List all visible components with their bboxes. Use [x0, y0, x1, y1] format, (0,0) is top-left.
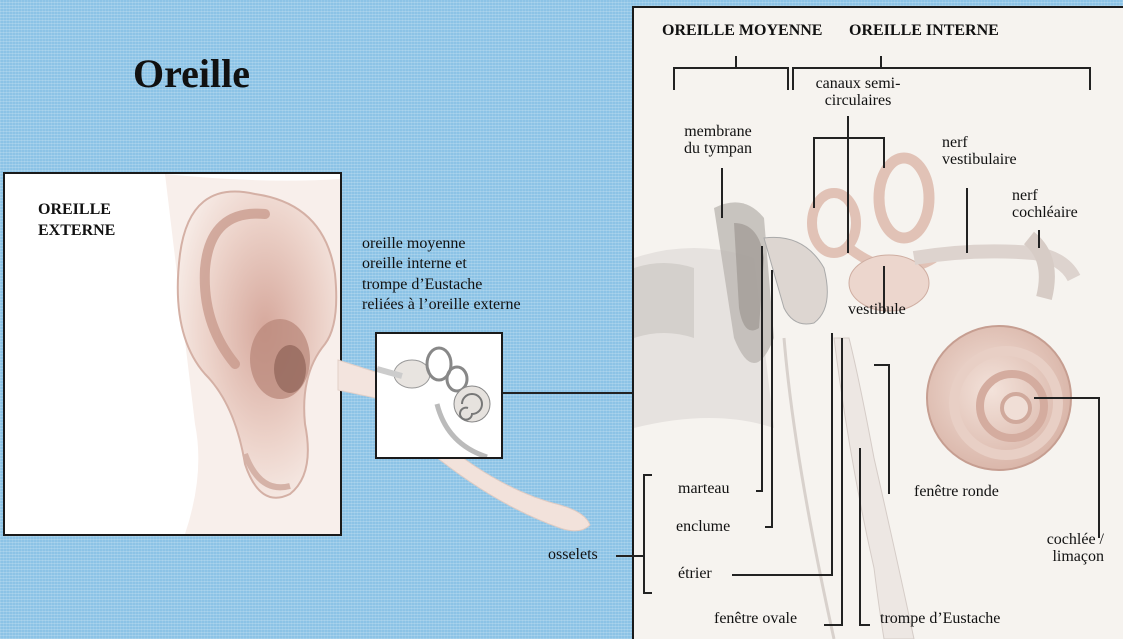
anvil-label: enclume — [676, 519, 730, 536]
cochlear-nerve-label-line: nerf — [1012, 188, 1078, 205]
middle-ear-header: OREILLE MOYENNE — [662, 22, 822, 40]
semicircular-canals-label-line: circulaires — [798, 93, 918, 110]
vestibular-nerve-label: nerf vestibulaire — [942, 135, 1017, 169]
cochlear-nerve-label: nerf cochléaire — [1012, 188, 1078, 222]
inner-ear-header: OREILLE INTERNE — [849, 22, 999, 40]
stirrup-label: étrier — [678, 566, 712, 583]
cochlea-label-line: cochlée / — [1010, 532, 1104, 549]
eardrum-label-line: du tympan — [663, 141, 773, 158]
ossicles-label: osselets — [548, 547, 598, 564]
hammer-label: marteau — [678, 481, 730, 498]
semicircular-canals-label-line: canaux semi- — [798, 76, 918, 93]
eardrum-label: membrane du tympan — [663, 124, 773, 158]
round-window-label: fenêtre ronde — [914, 484, 999, 501]
cochlear-nerve-label-line: cochléaire — [1012, 205, 1078, 222]
eustachian-tube-label: trompe d’Eustache — [880, 611, 1000, 628]
vestibule-label: vestibule — [848, 302, 906, 319]
semicircular-canals-label: canaux semi- circulaires — [798, 76, 918, 110]
cochlea-label-line: limaçon — [1010, 549, 1104, 566]
oval-window-label: fenêtre ovale — [714, 611, 797, 628]
vestibular-nerve-label-line: vestibulaire — [942, 152, 1017, 169]
cochlea-label: cochlée / limaçon — [1010, 532, 1104, 566]
eardrum-label-line: membrane — [663, 124, 773, 141]
vestibular-nerve-label-line: nerf — [942, 135, 1017, 152]
